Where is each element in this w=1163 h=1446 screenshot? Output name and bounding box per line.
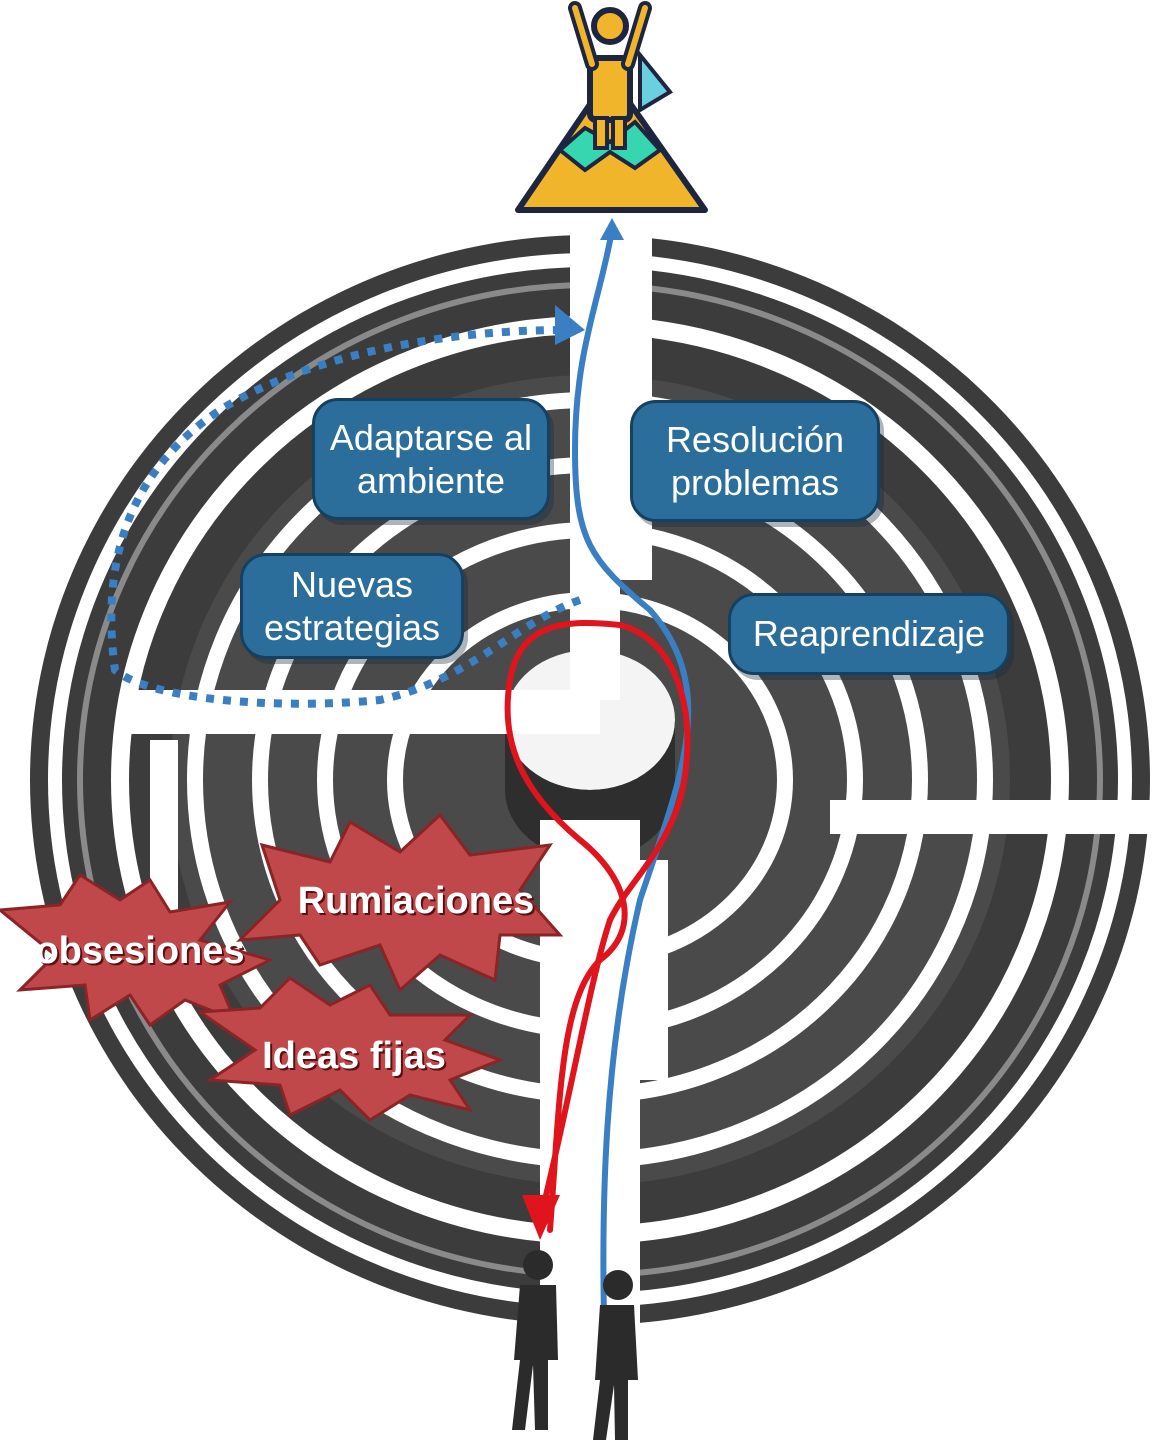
label-rumiaciones: Rumiaciones: [297, 880, 535, 922]
blue-path-line: [571, 227, 692, 1358]
label-ideas-fijas: Ideas fijas: [262, 1035, 446, 1077]
blue-dotted-arrowhead: [555, 305, 585, 345]
label-reaprendizaje: Reaprendizaje: [728, 593, 1010, 675]
label-resolucion-problemas: Resolución problemas: [630, 400, 880, 522]
maze: [30, 220, 1163, 1330]
walking-person-icon: [512, 1250, 558, 1430]
blue-arrowhead: [600, 218, 624, 240]
red-arrowhead: [522, 1195, 560, 1240]
label-obsesiones: obsesiones: [35, 930, 245, 972]
burst-ideas-fijas: [195, 976, 505, 1122]
mountain-flag-hero-icon: [515, 1, 708, 213]
burst-obsesiones: [0, 872, 275, 1028]
burst-rumiaciones: [236, 812, 564, 993]
red-path-line: [504, 620, 691, 1233]
label-nuevas-estrategias: Nuevas estrategias: [240, 553, 464, 659]
walking-person-icon: [593, 1270, 638, 1440]
label-adaptarse-al-ambiente: Adaptarse al ambiente: [312, 398, 550, 520]
